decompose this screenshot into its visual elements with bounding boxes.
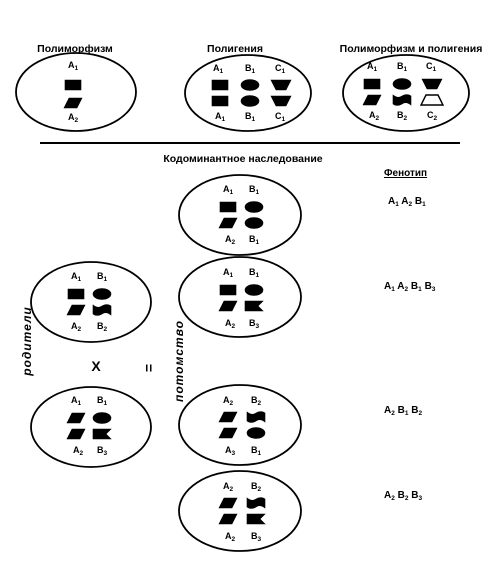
gene-label: A2 [368, 110, 380, 122]
gene-label: A1 [70, 395, 82, 407]
circle-offspring-2 [178, 256, 302, 338]
gene-label: B1 [248, 267, 260, 279]
gene-label: C2 [426, 110, 438, 122]
gene-label: B1 [244, 63, 256, 75]
gene-label: B1 [396, 61, 408, 73]
gene-label: B1 [250, 445, 262, 457]
circle-polymorphism [15, 52, 137, 132]
phenotype-line: A2 B1 B2 [384, 405, 423, 417]
gene-label: C1 [274, 63, 286, 75]
circle-offspring-1 [178, 174, 302, 256]
gene-label: B2 [250, 481, 262, 493]
phenotype-line: A1 A2 B1 [388, 196, 426, 208]
gene-label: A2 [224, 531, 236, 543]
phenotype-line: A1 A2 B1 B3 [384, 281, 436, 293]
gene-label: A1 [222, 184, 234, 196]
gene-label: B2 [96, 321, 108, 333]
gene-label: B1 [248, 234, 260, 246]
circle-parent-2 [30, 386, 152, 468]
gene-label: C1 [274, 111, 286, 123]
gene-label: A2 [224, 318, 236, 330]
gene-label: B3 [248, 318, 260, 330]
gene-label: A1 [214, 111, 226, 123]
gene-label: A2 [67, 112, 79, 124]
gene-label: A2 [224, 234, 236, 246]
gene-label: B3 [250, 531, 262, 543]
gene-label: C1 [425, 61, 437, 73]
header-polygeny: Полигения [207, 43, 263, 55]
gene-label: B1 [244, 111, 256, 123]
circle-offspring-3 [178, 384, 302, 466]
circle-parent-1 [30, 261, 152, 343]
gene-label: B1 [96, 395, 108, 407]
circle-polymorphism-polygeny [342, 54, 470, 132]
gene-label: A1 [212, 63, 224, 75]
gene-label: A2 [222, 395, 234, 407]
gene-label: A3 [224, 445, 236, 457]
gene-label: B1 [248, 184, 260, 196]
header-polymorphism-polygeny: Полиморфизм и полигения [339, 43, 483, 55]
header-codominant-inheritance: Кодоминантное наследование [163, 153, 323, 165]
gene-label: A2 [72, 445, 84, 457]
gene-label: A1 [222, 267, 234, 279]
gene-label: A1 [366, 61, 378, 73]
cross-sign: X [91, 358, 101, 374]
gene-label: A1 [67, 60, 79, 72]
gene-label: A1 [70, 271, 82, 283]
circle-polygeny [184, 54, 312, 132]
gene-label: A2 [222, 481, 234, 493]
gene-label: B2 [250, 395, 262, 407]
gene-label: B2 [396, 110, 408, 122]
gene-label: B3 [96, 445, 108, 457]
gene-label: A2 [70, 321, 82, 333]
gene-label: B1 [96, 271, 108, 283]
circle-offspring-4 [178, 470, 302, 552]
header-polymorphism: Полиморфизм [37, 43, 113, 55]
phenotype-title: Фенотип [384, 168, 428, 179]
phenotype-line: A2 B2 B3 [384, 490, 423, 502]
